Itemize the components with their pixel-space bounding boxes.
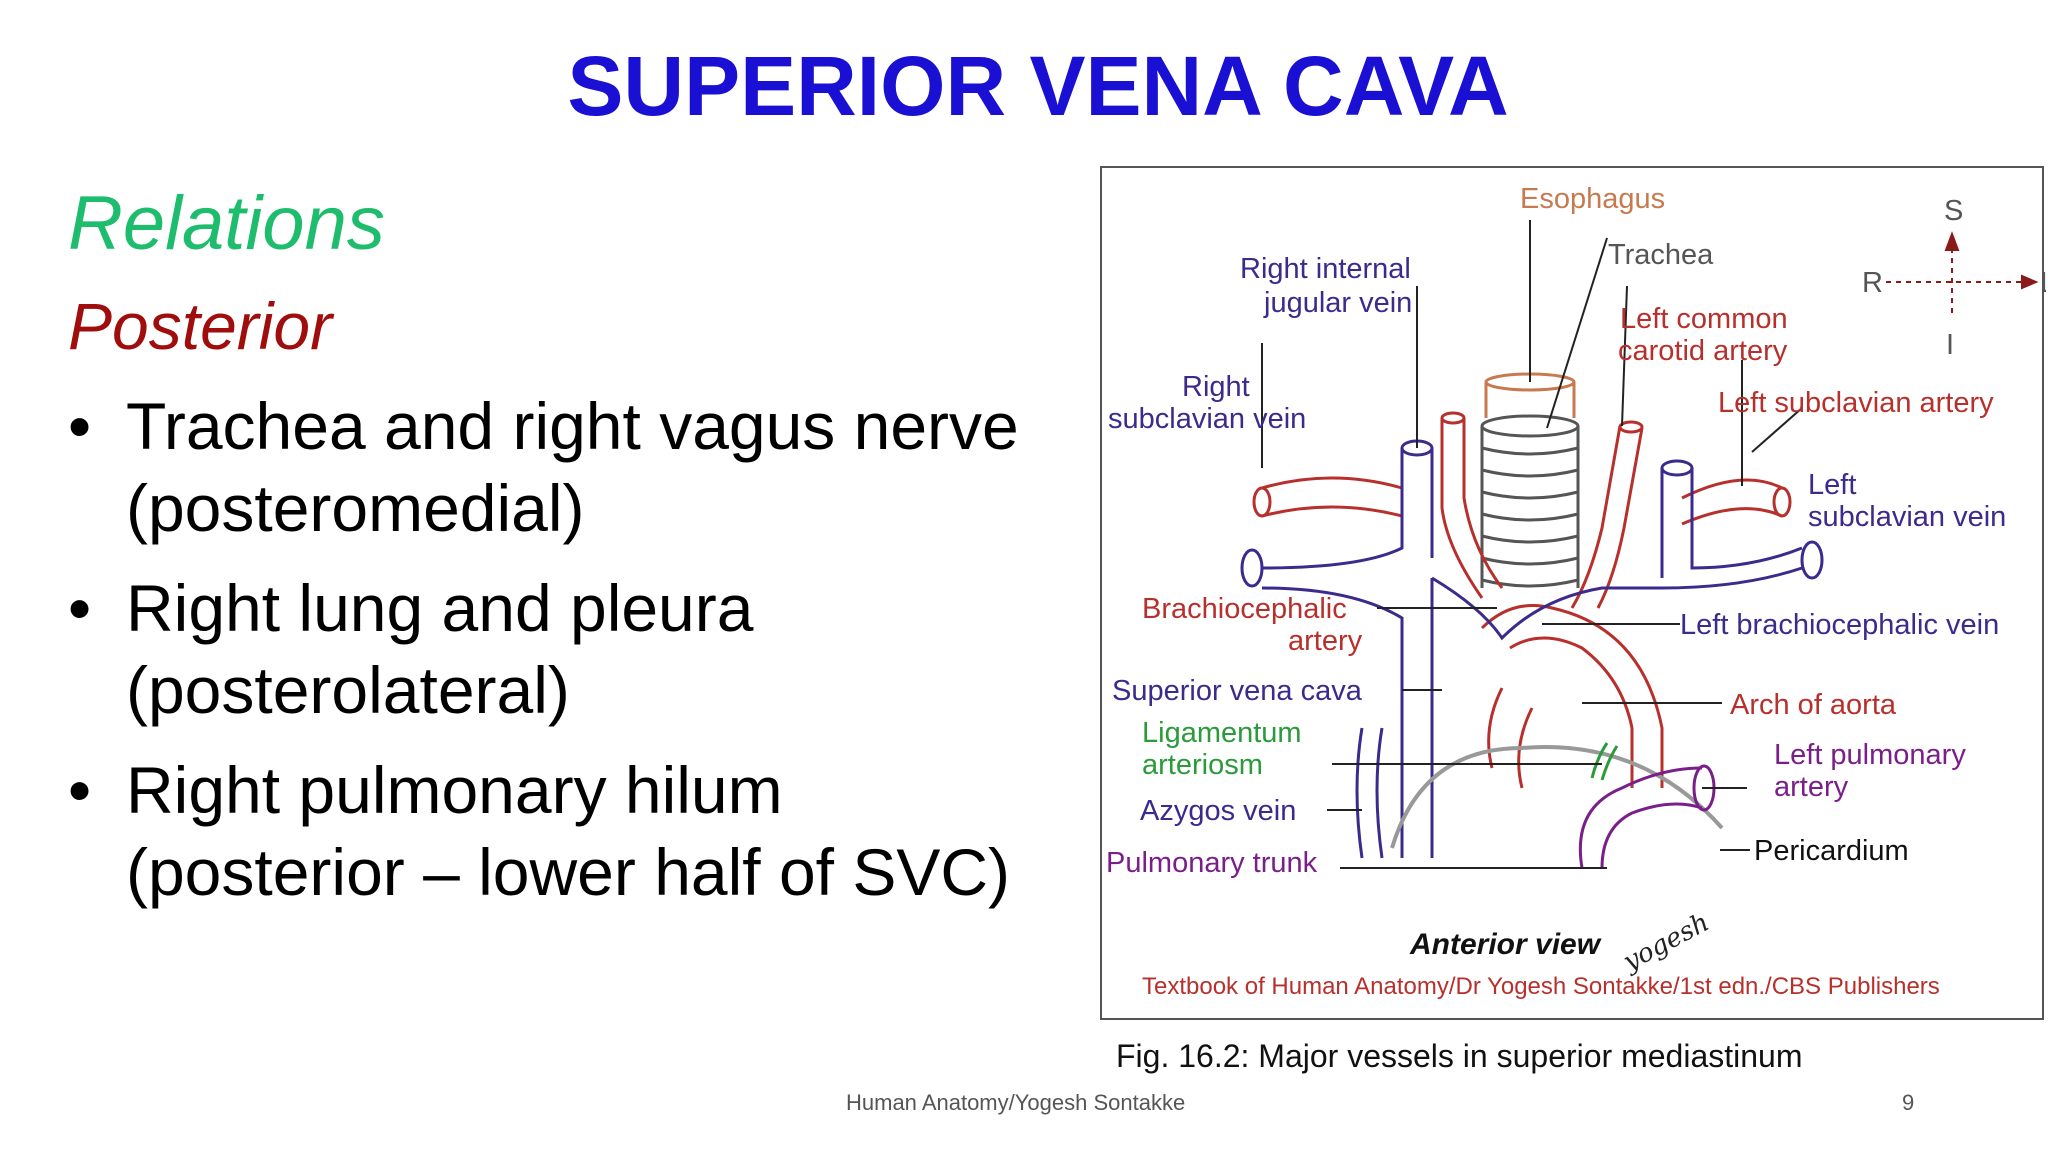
label-left-scv-line2: subclavian vein [1808, 501, 2006, 533]
bullet-line: Trachea and right vagus nerve [126, 389, 1019, 463]
label-azygos: Azygos vein [1140, 795, 1296, 827]
label-svc: Superior vena cava [1112, 675, 1363, 707]
bullet-line: Right lung and pleura [126, 571, 754, 645]
bullet-glyph: • [68, 571, 92, 645]
label-brachiocephalic-artery-line2: artery [1288, 625, 1363, 657]
label-right-scv-line2: subclavian vein [1108, 403, 1306, 435]
compass-r-label: R [1862, 267, 1883, 299]
mediastinum-diagram: S R L I Esophagus Trachea Right internal… [1106, 183, 2046, 1000]
bullet-item: • Trachea and right vagus nerve (postero… [68, 385, 1088, 549]
label-esophagus: Esophagus [1520, 183, 1665, 215]
bullet-line: (posteromedial) [126, 471, 585, 545]
label-right-ijv-line1: Right internal [1240, 253, 1411, 285]
leader-lines [1261, 220, 1803, 869]
label-lpa-line1: Left pulmonary [1774, 739, 1966, 771]
label-pericardium: Pericardium [1754, 835, 1909, 867]
figure-credit: Textbook of Human Anatomy/Dr Yogesh Sont… [1142, 973, 1940, 1000]
anatomy-figure: S R L I Esophagus Trachea Right internal… [1100, 166, 2046, 1020]
page-number: 9 [1902, 1090, 1915, 1115]
bullet-item: • Right lung and pleura (posterolateral) [68, 567, 1088, 731]
footer-author: Human Anatomy/Yogesh Sontakke [846, 1090, 1186, 1115]
label-anterior-view: Anterior view [1409, 928, 1602, 961]
posterior-heading: Posterior [68, 289, 333, 363]
trachea-shape [1480, 414, 1580, 588]
label-right-scv-line1: Right [1182, 371, 1250, 403]
relations-bullet-list: • Trachea and right vagus nerve (postero… [68, 385, 1088, 931]
label-ligamentum-line1: Ligamentum [1142, 717, 1302, 749]
label-left-scv-line1: Left [1808, 469, 1856, 501]
compass-i-label: I [1946, 329, 1954, 361]
veins [1240, 439, 1824, 859]
pulmonary-vessels [1578, 764, 1716, 869]
bullet-line: (posterior – lower half of SVC) [126, 835, 1011, 909]
bullet-glyph: • [68, 753, 92, 827]
figure-caption: Fig. 16.2: Major vessels in superior med… [1116, 1038, 1803, 1074]
pericardium-line [1390, 745, 1724, 849]
label-left-sca: Left subclavian artery [1718, 387, 1994, 419]
signature-text: yogesh [1618, 907, 1715, 977]
arteries [1252, 411, 1792, 789]
bullet-glyph: • [68, 389, 92, 463]
compass-l-label: L [2040, 267, 2046, 299]
relations-heading: Relations [68, 181, 385, 266]
bullet-line: (posterolateral) [126, 653, 570, 727]
slide-title: SUPERIOR VENA CAVA [567, 39, 1509, 133]
label-trachea: Trachea [1608, 239, 1714, 271]
label-pulmonary-trunk: Pulmonary trunk [1106, 847, 1318, 879]
label-right-ijv-line2: jugular vein [1263, 287, 1412, 319]
label-left-bcv: Left brachiocephalic vein [1680, 609, 1999, 641]
bullet-item: • Right pulmonary hilum (posterior – low… [68, 749, 1088, 913]
bullet-line: Right pulmonary hilum [126, 753, 783, 827]
label-brachiocephalic-artery-line1: Brachiocephalic [1142, 593, 1347, 625]
label-left-cca-line2: carotid artery [1618, 335, 1788, 367]
compass-s-label: S [1944, 195, 1963, 227]
compass-rose [1886, 231, 2039, 318]
label-lpa-line2: artery [1774, 771, 1849, 803]
label-ligamentum-line2: arteriosm [1142, 749, 1263, 781]
label-arch-of-aorta: Arch of aorta [1730, 689, 1897, 721]
ligamentum-shape [1590, 742, 1619, 781]
label-left-cca-line1: Left common [1620, 303, 1788, 335]
